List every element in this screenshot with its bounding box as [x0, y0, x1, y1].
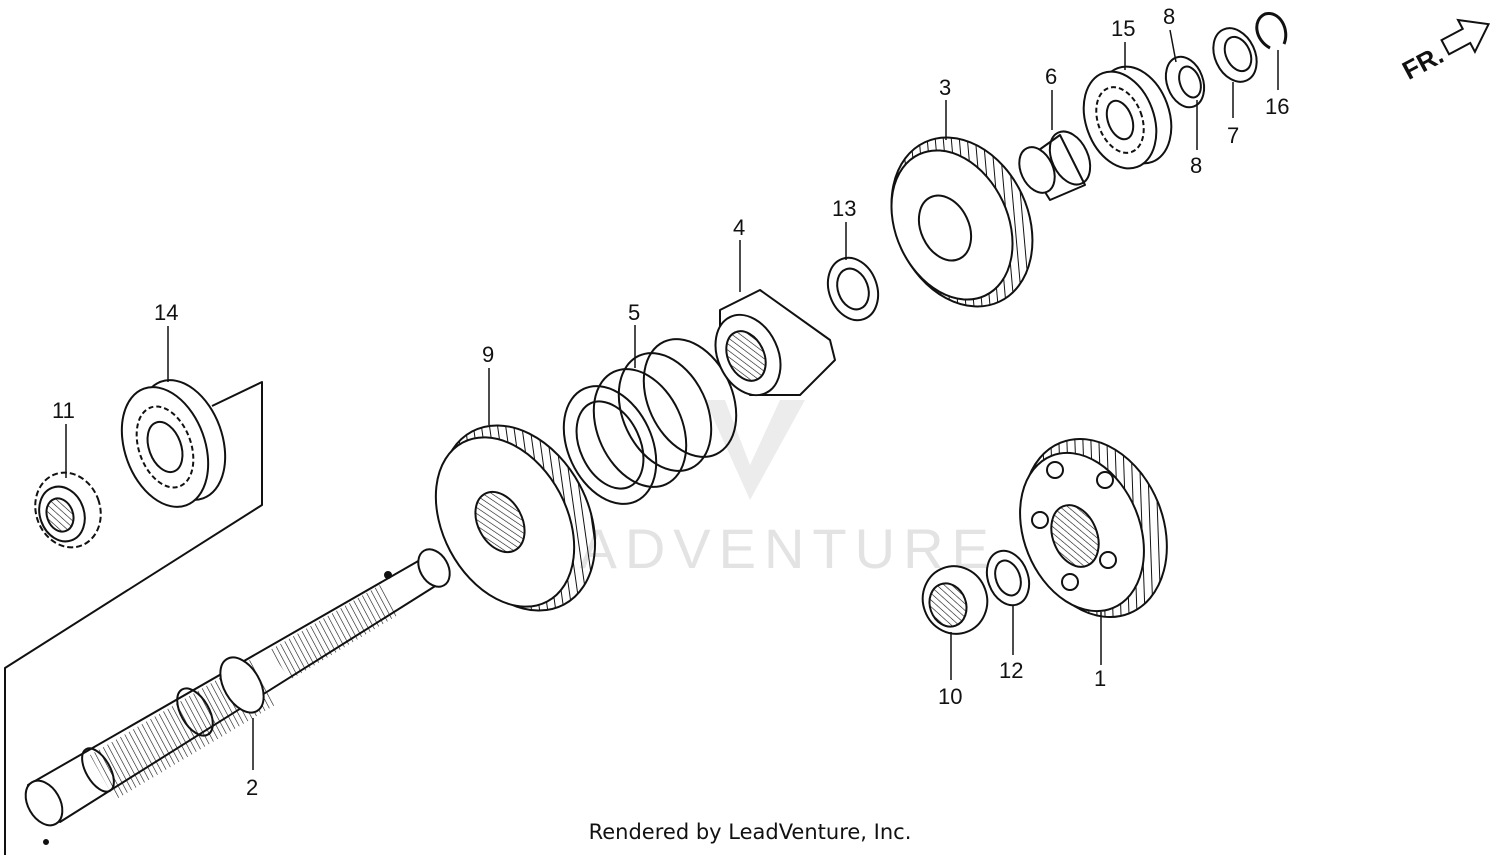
part-16-circlip — [1255, 12, 1288, 50]
part-15-bearing — [1082, 65, 1173, 170]
callout-9: 9 — [482, 342, 494, 367]
part-12-washer — [985, 549, 1031, 607]
part-10-flange-nut — [921, 565, 989, 635]
callout-5: 5 — [628, 300, 640, 325]
part-1-gear — [1019, 437, 1168, 619]
callout-16: 16 — [1265, 94, 1289, 119]
callout-4: 4 — [733, 215, 745, 240]
front-direction-indicator: FR. — [1397, 18, 1491, 86]
part-11-nut — [34, 471, 102, 549]
callout-13: 13 — [832, 196, 856, 221]
leader-lines — [65, 29, 1279, 770]
part-4-dog-clutch — [714, 289, 836, 397]
fr-label: FR. — [1397, 39, 1448, 85]
assembly-bracket — [4, 381, 263, 855]
callout-12: 12 — [999, 658, 1023, 683]
callout-15: 15 — [1111, 16, 1135, 41]
part-3-gear — [890, 136, 1034, 308]
part-2-shaft — [24, 548, 451, 845]
callout-7: 7 — [1227, 123, 1239, 148]
callout-3: 3 — [939, 75, 951, 100]
callout-1: 1 — [1094, 666, 1106, 691]
part-6-collar — [1018, 130, 1092, 201]
part-5-spring — [562, 338, 738, 505]
callout-8b: 8 — [1190, 153, 1202, 178]
part-14-bearing — [120, 379, 227, 508]
front-arrow-icon — [1440, 18, 1491, 56]
part-13-washer — [826, 256, 880, 322]
render-credit: Rendered by LeadVenture, Inc. — [588, 820, 912, 844]
callout-14: 14 — [154, 300, 178, 325]
callout-11: 11 — [52, 398, 75, 423]
part-8-split-collar — [1164, 55, 1206, 109]
callout-2: 2 — [246, 775, 258, 800]
callout-6: 6 — [1045, 64, 1057, 89]
part-9-gear — [434, 424, 597, 612]
part-7-ring — [1212, 27, 1258, 83]
callout-10: 10 — [938, 684, 962, 709]
callout-8a: 8 — [1163, 4, 1175, 29]
callout-labels: 1 2 3 4 5 6 7 8 8 9 10 11 12 13 14 15 16 — [52, 4, 1289, 800]
